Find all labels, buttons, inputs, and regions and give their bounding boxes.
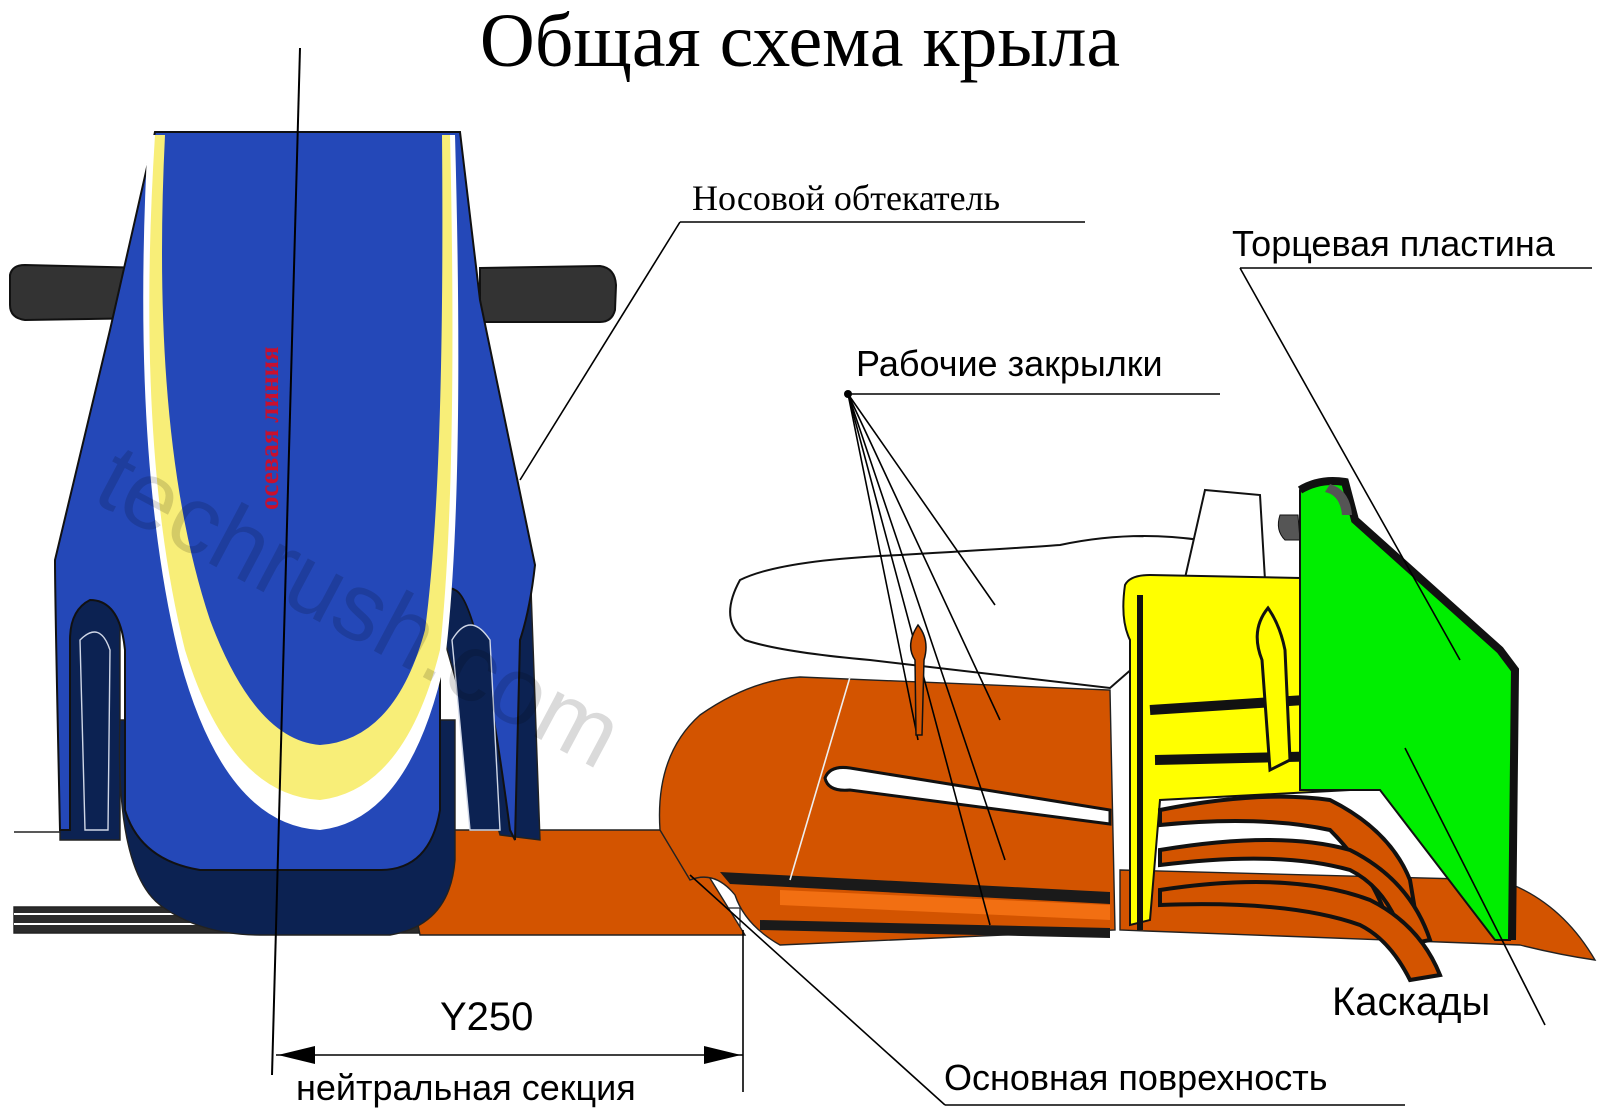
label-neutral-section: нейтральная секция: [296, 1067, 636, 1108]
diagram-title: Общая схема крыла: [480, 0, 1120, 83]
label-cascades: Каскады: [1332, 980, 1490, 1024]
label-flaps: Рабочие закрылки: [856, 343, 1163, 384]
label-endplate: Торцевая пластина: [1232, 223, 1556, 264]
label-nose-cone: Носовой обтекатель: [692, 178, 1000, 218]
nose-cone: [9, 131, 618, 936]
center-line: [271, 47, 301, 1076]
endplate: [1297, 477, 1520, 941]
label-main-surface: Основная поврехность: [944, 1057, 1327, 1098]
cascade-slats: [1158, 794, 1443, 983]
center-line-label: осевая линия: [254, 346, 284, 510]
label-dimension: Y250: [440, 995, 533, 1039]
upper-flap: [729, 488, 1301, 690]
